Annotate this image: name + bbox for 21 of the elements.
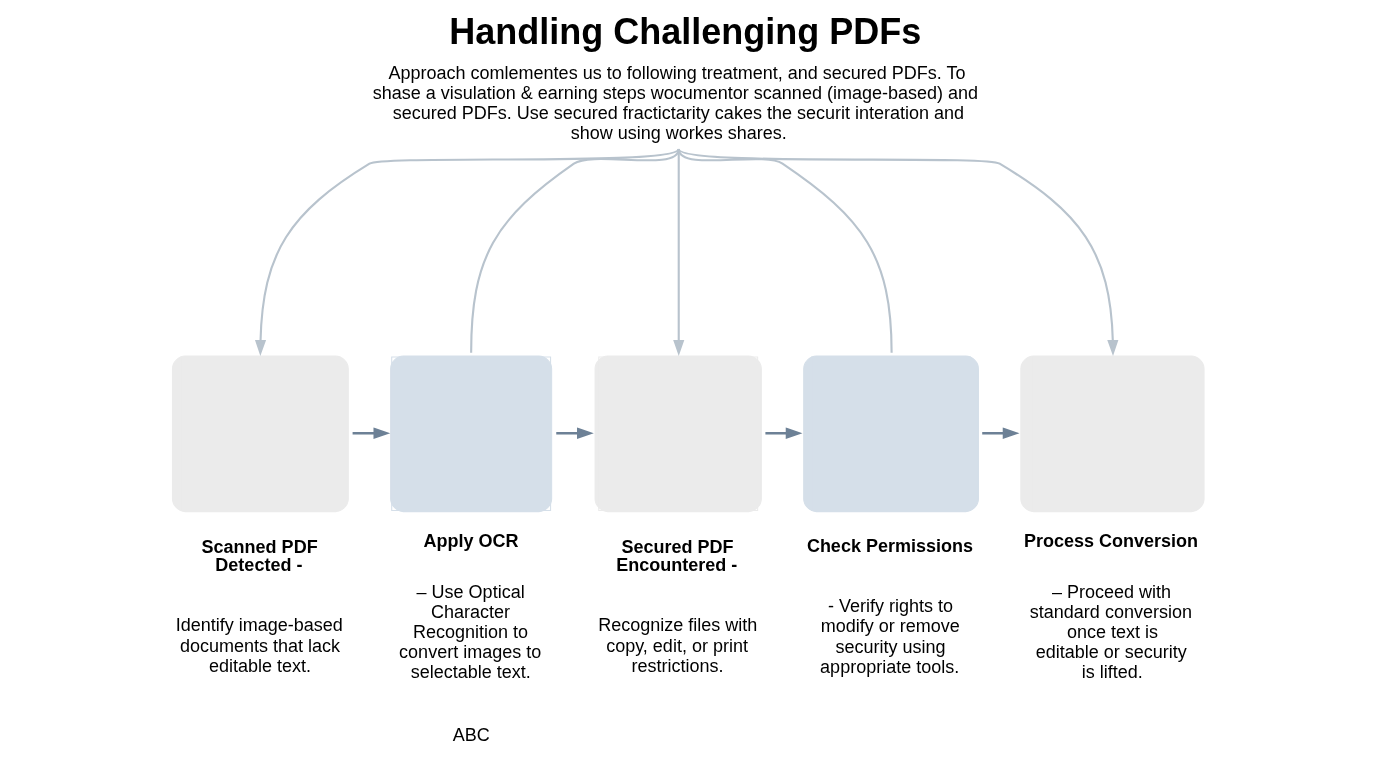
node-label: – Proceed with standard conversion once text is editable or security is lifted. xyxy=(1029,581,1192,683)
node-label: Check Permissions xyxy=(806,535,973,556)
arrow xyxy=(982,427,1020,440)
node-label: Secured PDF Encountered - xyxy=(616,537,738,576)
arrow xyxy=(254,148,680,356)
diagram-title: Handling Challenging PDFs xyxy=(449,11,922,53)
node-label: – Use Optical Character Recognition to convert images to selectable text. xyxy=(399,581,542,683)
arrow xyxy=(678,148,1119,356)
node-label: - Verify rights to modify or remove security using appropriate tools. xyxy=(820,596,960,677)
node-label: Scanned PDF Detected - xyxy=(201,537,318,576)
connector xyxy=(677,148,893,353)
node-label: Recognize files with copy, edit, or print restrictions. xyxy=(598,615,758,676)
node-text: Approach comlementes us to following treatment, and secured PDFs. To shase a visulation & earning steps wocumentor scanned (image-based) and secured PDFs. Use secured fractictarity cakes the securit interation and show using workes shares. xyxy=(372,62,979,143)
arrow xyxy=(556,427,594,440)
arrow xyxy=(352,427,391,440)
node-label: Identify image-based documents that lack editable text. xyxy=(175,615,343,676)
node-label: Apply OCR xyxy=(423,531,519,552)
connector xyxy=(470,148,680,353)
node-label: Process Conversion xyxy=(1024,531,1199,552)
arrow xyxy=(765,427,803,440)
label: ABC xyxy=(452,725,490,746)
